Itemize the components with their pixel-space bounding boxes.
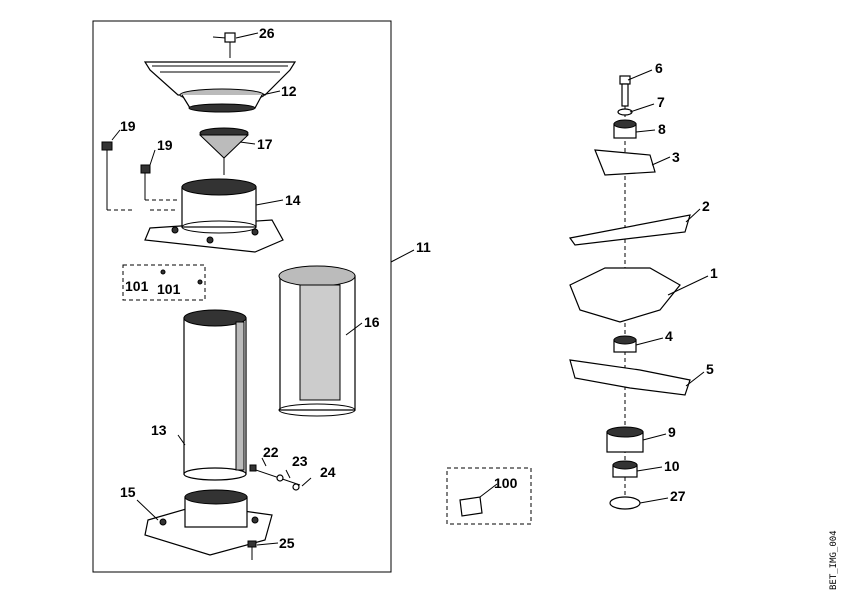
part-9-hub [606, 426, 644, 453]
label-101-b: 101 [157, 281, 181, 297]
label-13: 13 [151, 422, 167, 438]
image-id-watermark: BET_IMG_004 [829, 530, 839, 590]
part-100-plate [459, 496, 483, 517]
part-8-spacer [613, 119, 637, 139]
label-3: 3 [672, 149, 680, 165]
part-7-washer [617, 108, 633, 116]
part-14-top-collar [144, 178, 284, 253]
label-24: 24 [320, 464, 336, 480]
label-5: 5 [706, 361, 714, 377]
label-10: 10 [664, 458, 680, 474]
assembly-frame [92, 20, 392, 573]
part-4-spacer [613, 335, 637, 353]
part-26-bolt [212, 32, 236, 58]
label-23: 23 [292, 453, 308, 469]
label-15: 15 [120, 484, 136, 500]
label-22: 22 [263, 444, 279, 460]
label-6: 6 [655, 60, 663, 76]
label-1: 1 [710, 265, 718, 281]
label-27: 27 [670, 488, 686, 504]
label-7: 7 [657, 94, 665, 110]
label-19-right: 19 [157, 137, 173, 153]
part-16-sleeve [278, 265, 356, 417]
label-2: 2 [702, 198, 710, 214]
part-6-bolt [619, 75, 631, 107]
label-11: 11 [416, 239, 431, 255]
label-26: 26 [259, 25, 275, 41]
part-13-tube [183, 309, 247, 481]
part-19-screw-right [140, 164, 151, 200]
label-25: 25 [279, 535, 295, 551]
part-27-washer [609, 496, 641, 510]
label-101-a: 101 [125, 278, 149, 294]
part-100-box [446, 467, 532, 525]
label-100: 100 [494, 475, 518, 491]
part-101-box [122, 264, 206, 301]
part-22-23-24-pin [249, 464, 301, 491]
part-10-nut [612, 460, 638, 478]
part-15-bottom-flange [144, 489, 273, 556]
part-1-star-blade [569, 267, 681, 323]
label-14: 14 [285, 192, 301, 208]
label-17: 17 [257, 136, 273, 152]
part-17-cone [198, 127, 250, 175]
label-16: 16 [364, 314, 380, 330]
part-19-screw-left [101, 141, 113, 210]
part-5-blade [569, 359, 691, 396]
label-12: 12 [281, 83, 297, 99]
part-12-funnel [143, 61, 297, 113]
part-3-cutter [594, 149, 656, 176]
label-4: 4 [665, 328, 673, 344]
part-2-blade [568, 214, 691, 246]
leader-lines [111, 32, 709, 546]
part-25-screw [247, 540, 257, 560]
label-9: 9 [668, 424, 676, 440]
label-19-left: 19 [120, 118, 136, 134]
label-8: 8 [658, 121, 666, 137]
